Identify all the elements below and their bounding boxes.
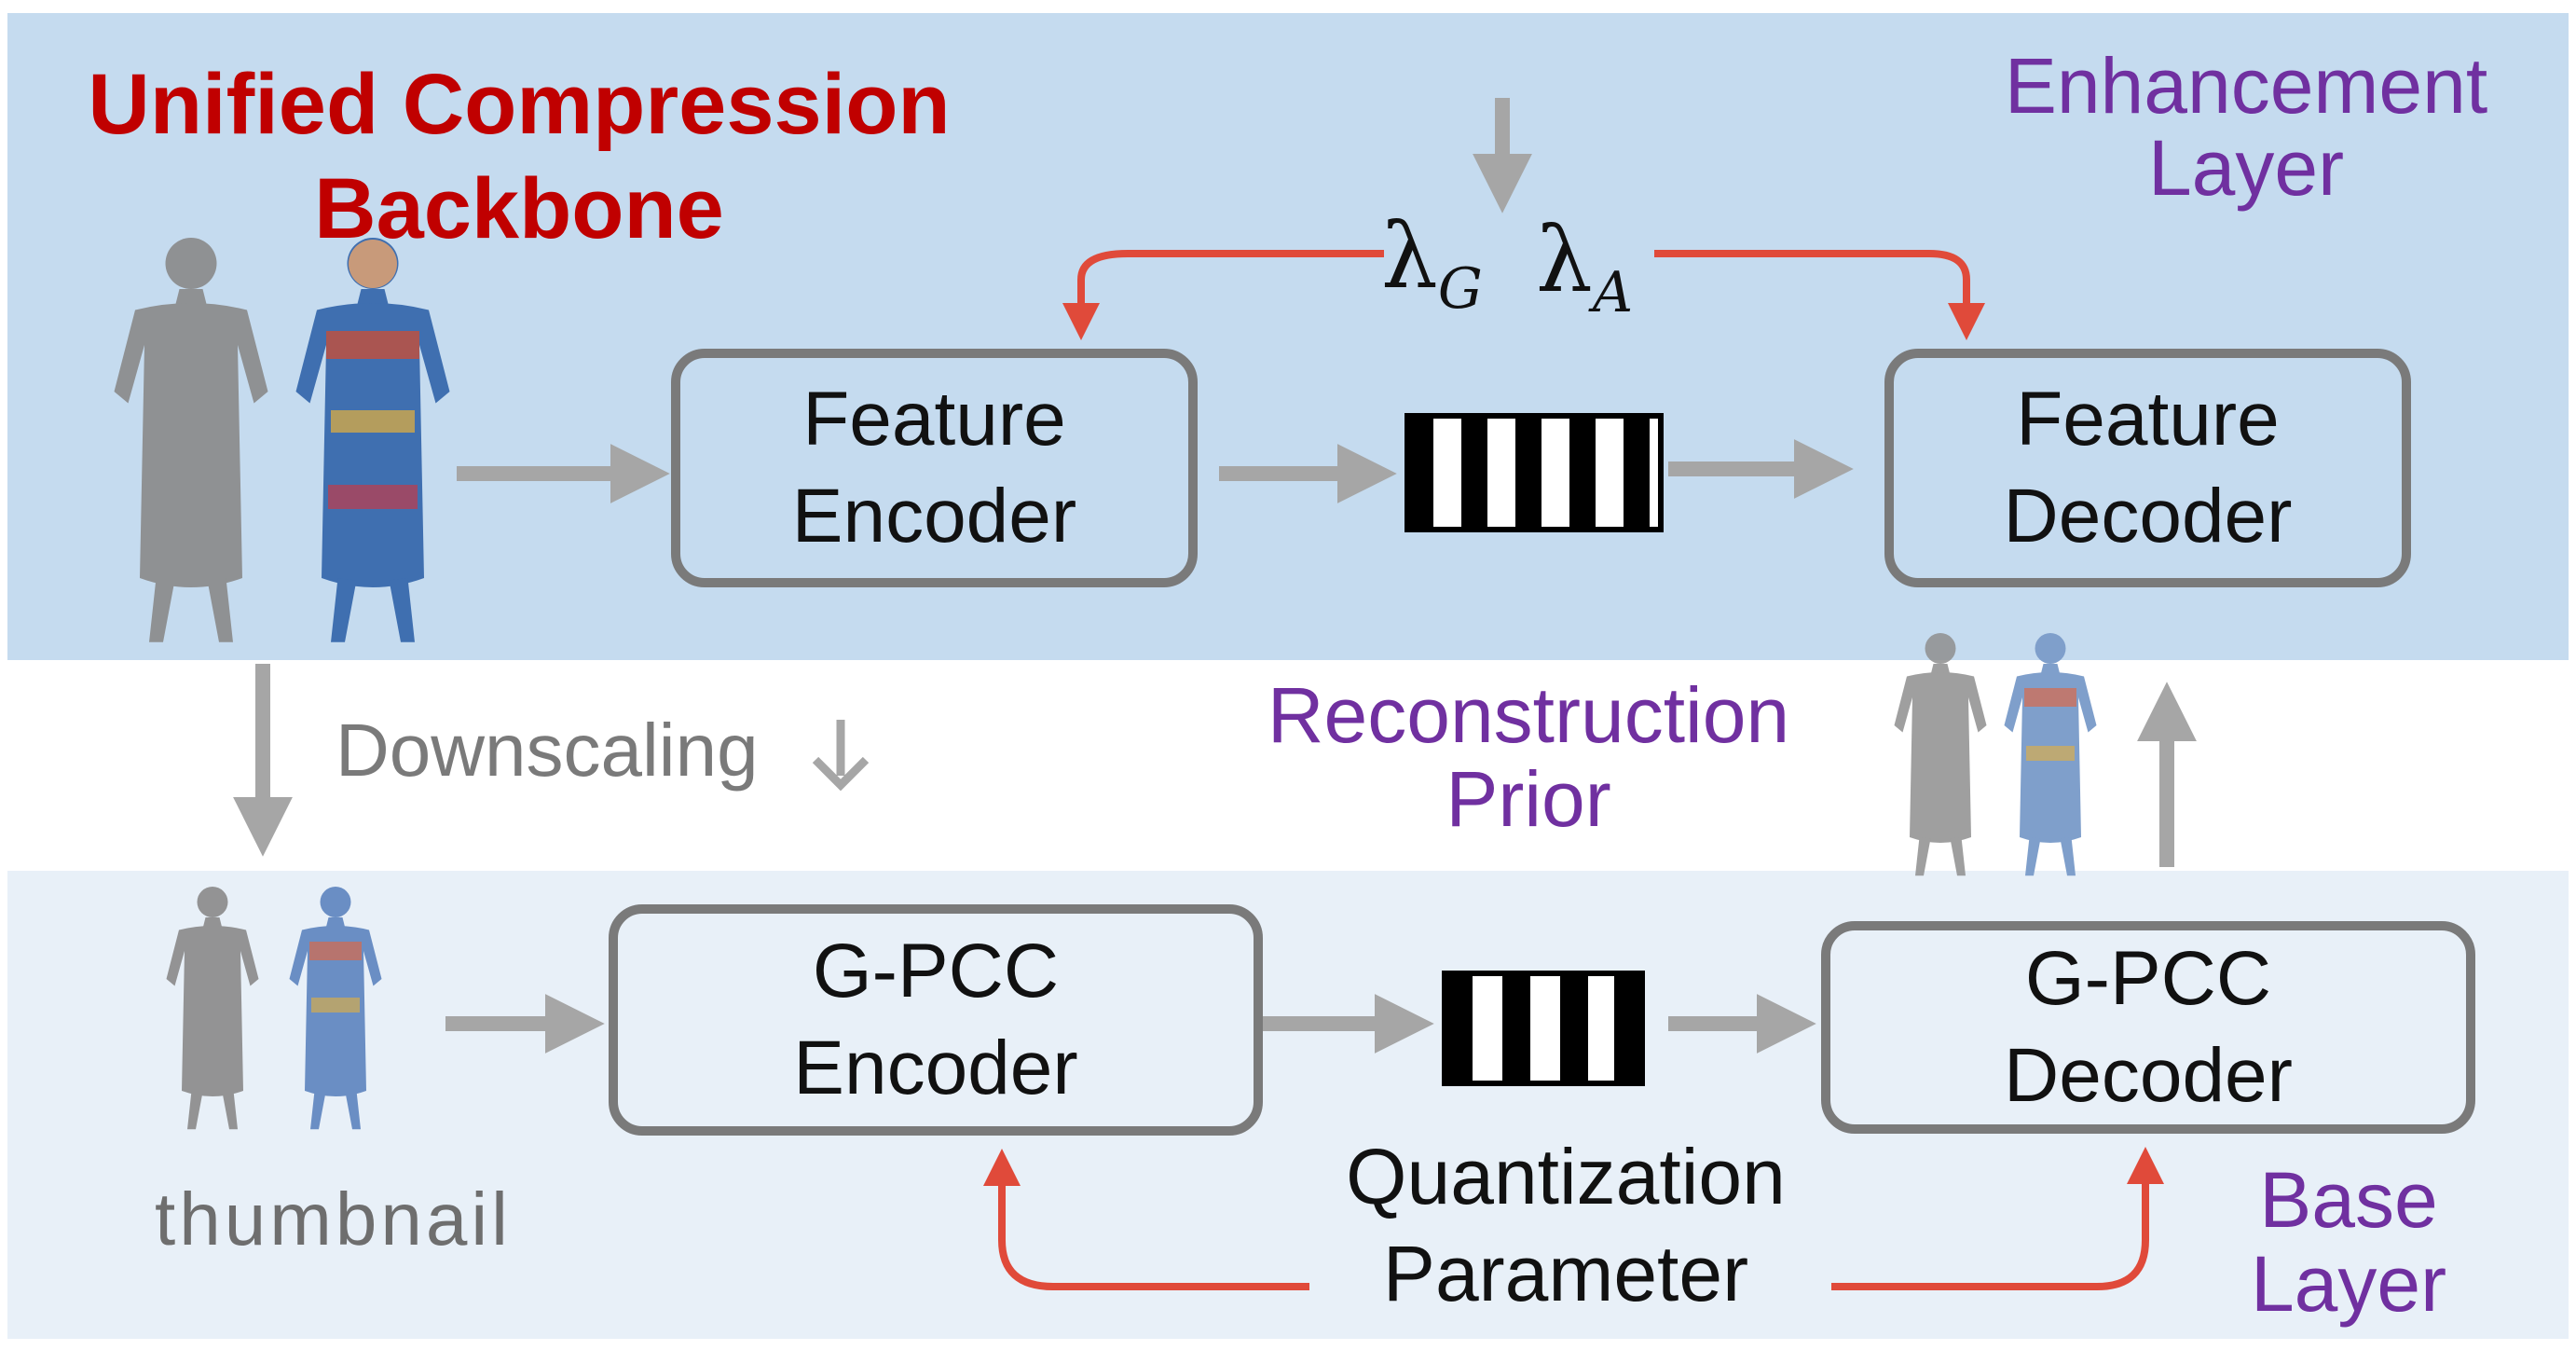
- arrow-lambda-to-feature-decoder: [1654, 250, 1985, 340]
- quantization-parameter-label: Quantization Parameter: [1295, 1128, 1836, 1322]
- arrow-qp-to-gpcc-decoder: [1831, 1147, 2164, 1290]
- lambda-a-symbol: λ: [1536, 208, 1593, 312]
- enhancement-layer-line-2: Layer: [2147, 124, 2345, 212]
- lambda-g-label: λG: [1381, 205, 1483, 340]
- title-line-2: Backbone: [314, 161, 724, 256]
- title-line-1: Unified Compression: [88, 57, 951, 152]
- enhancement-layer-line-1: Enhancement: [2004, 42, 2488, 130]
- reconstruction-prior-line-2: Prior: [1446, 755, 1611, 843]
- thumbnail-textured-figure: [289, 887, 382, 1130]
- gpcc-decoder-line-1: G-PCC: [2024, 936, 2272, 1021]
- reconstructed-textured-figure: [2004, 633, 2097, 876]
- input-textured-figure: [295, 238, 450, 642]
- lambda-a-subscript: A: [1592, 260, 1634, 325]
- base-layer-line-2: Layer: [2250, 1240, 2447, 1328]
- input-geometry-figure: [114, 238, 268, 642]
- bitstream-icon-base: [1442, 971, 1645, 1086]
- reconstruction-prior-label: Reconstruction Prior: [1212, 673, 1845, 841]
- arrow-qp-to-gpcc-encoder: [983, 1149, 1309, 1290]
- bitstream-icon-enhancement: [1404, 413, 1664, 532]
- lambda-a-label: λA: [1536, 209, 1633, 344]
- base-layer-label: Base Layer: [2190, 1158, 2507, 1326]
- gpcc-encoder-box: G-PCC Encoder: [609, 904, 1263, 1136]
- feature-decoder-line-1: Feature: [2016, 377, 2280, 461]
- gpcc-encoder-line-1: G-PCC: [812, 929, 1060, 1013]
- quantization-parameter-line-2: Parameter: [1382, 1230, 1749, 1317]
- base-layer-line-1: Base: [2259, 1156, 2438, 1244]
- down-arrow-icon: [812, 720, 870, 792]
- thumbnail-label: thumbnail: [155, 1178, 512, 1260]
- quantization-parameter-line-1: Quantization: [1346, 1133, 1786, 1220]
- lambda-g-symbol: λ: [1381, 204, 1438, 309]
- diagram-title: Unified Compression Backbone: [76, 52, 962, 261]
- feature-decoder-line-2: Decoder: [2003, 474, 2293, 558]
- lambda-g-subscript: G: [1437, 256, 1483, 322]
- feature-encoder-line-1: Feature: [802, 377, 1066, 461]
- gpcc-decoder-box: G-PCC Decoder: [1821, 921, 2475, 1134]
- arrow-lambda-to-feature-encoder: [1062, 250, 1384, 340]
- feature-encoder-line-2: Encoder: [791, 474, 1077, 558]
- enhancement-layer-label: Enhancement Layer: [1966, 45, 2526, 209]
- reconstructed-geometry-figure: [1894, 633, 1987, 876]
- gpcc-decoder-line-2: Decoder: [2004, 1033, 2293, 1118]
- thumbnail-geometry-figure: [166, 887, 259, 1130]
- downscaling-label: Downscaling: [336, 709, 759, 792]
- gpcc-encoder-line-2: Encoder: [793, 1026, 1078, 1110]
- reconstruction-prior-line-1: Reconstruction: [1267, 671, 1790, 759]
